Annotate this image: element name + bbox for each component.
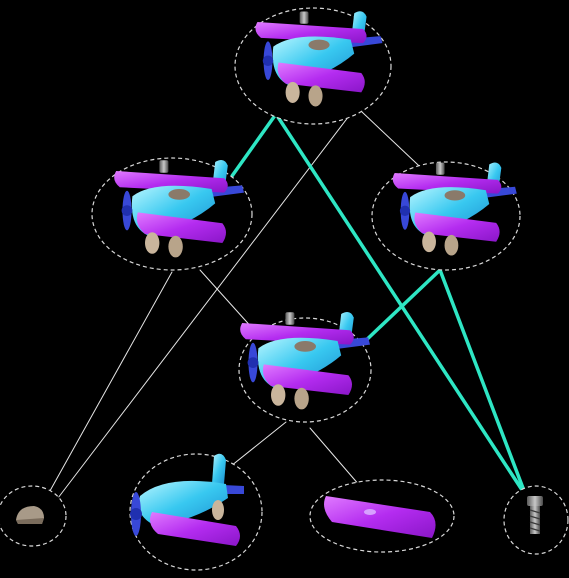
wheel-block-part-icon[interactable] bbox=[16, 506, 44, 524]
edge-n2-n4-thin bbox=[199, 269, 255, 331]
node-part-layer bbox=[16, 11, 543, 546]
upper-wing-part-icon[interactable] bbox=[324, 496, 436, 538]
edge-n1-n2-highlight bbox=[230, 112, 278, 178]
edge-n3-n4-highlight bbox=[358, 268, 442, 348]
screw-part-icon[interactable] bbox=[527, 496, 543, 534]
fuselage-wing-part-icon[interactable] bbox=[130, 453, 244, 546]
node-outline-layer bbox=[0, 7, 569, 571]
edge-n4-n6-thin bbox=[225, 421, 287, 471]
edge-n2-n5-thin bbox=[45, 271, 173, 499]
edge-n1-n5-thin bbox=[57, 111, 353, 499]
edge-n4-n7-thin bbox=[309, 427, 361, 487]
edge-n3-n8-highlight bbox=[438, 268, 528, 498]
edge-layer bbox=[45, 111, 528, 499]
